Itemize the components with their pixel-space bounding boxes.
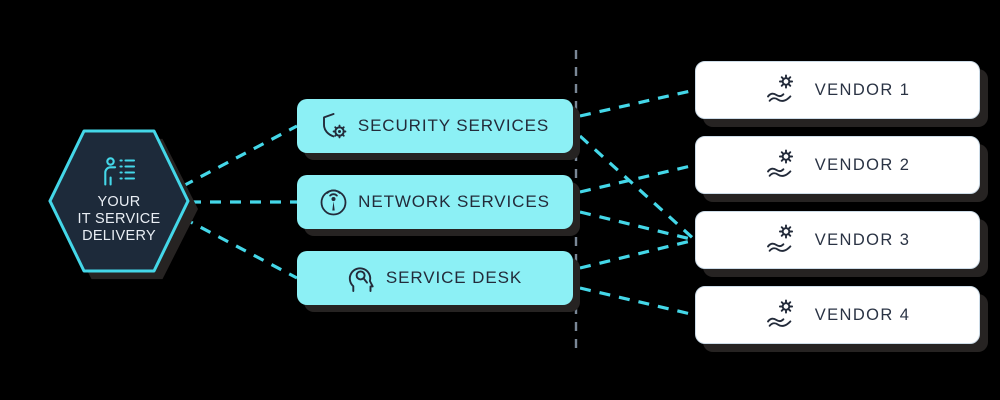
vendor-box-vendor-3[interactable]: VENDOR 3 bbox=[695, 211, 988, 277]
broadcast-antenna-icon bbox=[320, 188, 347, 216]
head-magnifier-icon bbox=[348, 264, 375, 293]
vendor-label: VENDOR 1 bbox=[814, 80, 911, 99]
hub-label-line-1: YOUR bbox=[97, 194, 141, 210]
person-checklist-icon bbox=[102, 157, 136, 187]
vendor-label: VENDOR 3 bbox=[814, 230, 911, 249]
hand-gear-icon bbox=[765, 299, 799, 331]
service-label: NETWORK SERVICES bbox=[358, 192, 550, 211]
vendor-box-body: VENDOR 3 bbox=[695, 211, 980, 269]
service-label: SECURITY SERVICES bbox=[357, 116, 550, 135]
connector-security-services-to-vendor-3 bbox=[578, 134, 697, 242]
shield-gear-icon bbox=[321, 112, 347, 140]
service-label: SERVICE DESK bbox=[385, 268, 523, 287]
vendor-box-body: VENDOR 4 bbox=[695, 286, 980, 344]
vendor-box-body: VENDOR 1 bbox=[695, 61, 980, 119]
service-box-body: NETWORK SERVICES bbox=[297, 175, 573, 229]
service-box-service-desk[interactable]: SERVICE DESK bbox=[297, 251, 580, 312]
service-box-body: SECURITY SERVICES bbox=[297, 99, 573, 153]
hand-gear-icon bbox=[765, 224, 799, 256]
connector-hub-to-security-services bbox=[182, 124, 298, 188]
service-box-body: SERVICE DESK bbox=[297, 251, 573, 305]
service-box-security-services[interactable]: SECURITY SERVICES bbox=[297, 99, 580, 160]
connector-hub-to-service-desk bbox=[182, 216, 298, 280]
hand-gear-icon bbox=[765, 149, 799, 181]
service-box-network-services[interactable]: NETWORK SERVICES bbox=[297, 175, 580, 236]
hub-label-line-3: DELIVERY bbox=[82, 228, 156, 244]
vendor-box-vendor-4[interactable]: VENDOR 4 bbox=[695, 286, 988, 352]
hub-node-it-service-delivery[interactable]: YOUR IT SERVICE DELIVERY bbox=[48, 128, 198, 280]
vendor-box-body: VENDOR 2 bbox=[695, 136, 980, 194]
vendor-label: VENDOR 4 bbox=[814, 305, 911, 324]
hub-label-line-2: IT SERVICE bbox=[77, 211, 161, 227]
hand-gear-icon bbox=[765, 74, 799, 106]
vendor-label: VENDOR 2 bbox=[814, 155, 911, 174]
hub-label: YOUR IT SERVICE DELIVERY bbox=[77, 194, 160, 245]
vendor-box-vendor-1[interactable]: VENDOR 1 bbox=[695, 61, 988, 127]
vendor-box-vendor-2[interactable]: VENDOR 2 bbox=[695, 136, 988, 202]
